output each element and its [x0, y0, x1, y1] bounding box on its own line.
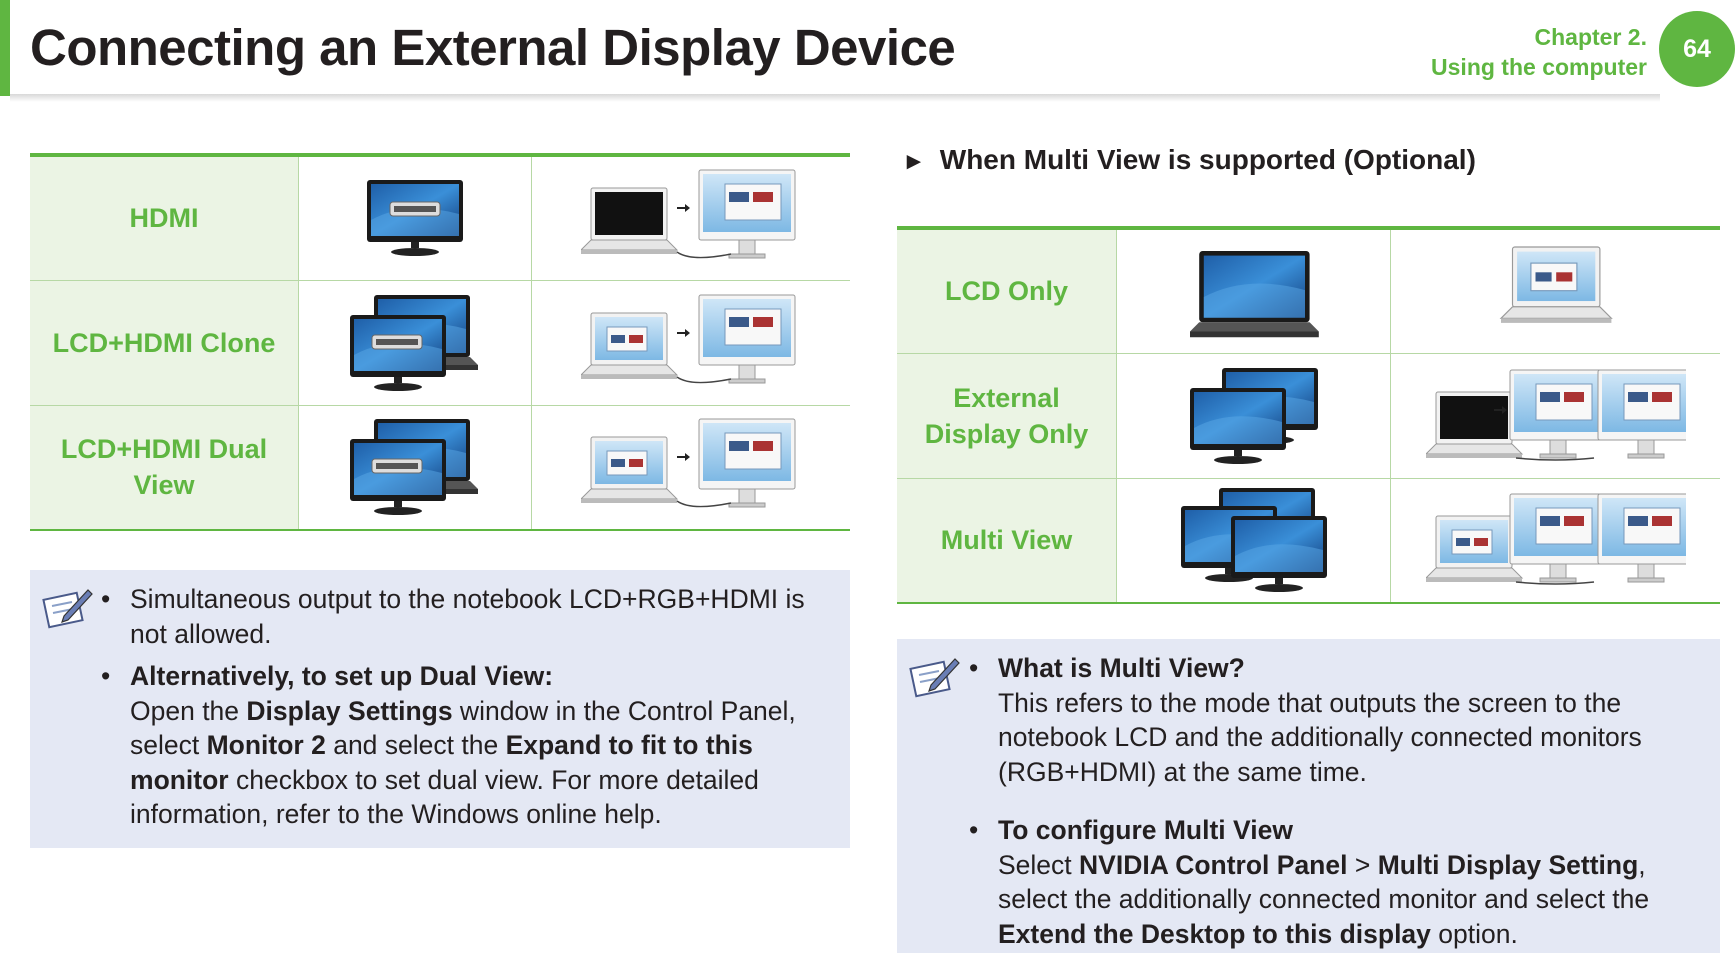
row-label: LCD Only	[897, 226, 1117, 353]
dual-monitor-icon	[1189, 367, 1318, 464]
icon-cell	[1390, 352, 1720, 478]
icon-cell	[531, 153, 850, 280]
laptop-icon	[1189, 251, 1319, 338]
laptop-with-two-monitors-icon	[1425, 493, 1686, 585]
list-item: • What is Multi View? This refers to the…	[969, 651, 1698, 789]
row-label-text: LCD+HDMI Dual	[60, 434, 268, 465]
icon-cell	[1116, 352, 1391, 478]
note-emphasis: Expand to fit to this monitor	[130, 730, 753, 795]
note-pen-icon	[42, 589, 93, 629]
icon-cell	[531, 279, 850, 405]
row-label-text: HDMI	[129, 203, 199, 234]
row-label-text: External	[953, 382, 1060, 413]
bullet: •	[101, 661, 111, 691]
triple-monitor-icon	[1180, 488, 1327, 593]
note-text: Select	[998, 849, 1080, 880]
chapter-name: Using the computer	[1431, 54, 1647, 80]
note-text: Open the	[130, 695, 247, 726]
chapter-number: Chapter 2.	[1534, 24, 1647, 50]
bullet: •	[101, 584, 111, 614]
laptop-hdmi-monitor-icon	[350, 294, 478, 391]
row-label-text: Display Only	[924, 418, 1089, 449]
row-label-text: LCD Only	[944, 276, 1068, 307]
chapter-label: Chapter 2. Using the computer	[1431, 22, 1647, 82]
icon-cell	[531, 404, 850, 531]
list-item: • To configure Multi View Select NVIDIA …	[969, 813, 1698, 951]
note-text: This refers to the mode that outputs the…	[998, 687, 1642, 787]
note-text: and select the	[325, 730, 506, 760]
note-emphasis: Multi Display Setting	[1377, 849, 1639, 880]
sidebar-accent-bar	[0, 0, 10, 96]
note-text: option.	[1430, 918, 1518, 949]
note-heading: To configure Multi View	[998, 815, 1293, 845]
note-emphasis: Extend the Desktop to this display	[998, 918, 1431, 949]
header-divider	[10, 94, 1660, 102]
row-label-text: LCD+HDMI Clone	[52, 327, 276, 358]
row-label: External Display Only	[897, 352, 1117, 478]
row-label: LCD+HDMI Dual View	[30, 404, 299, 531]
list-item: • Alternatively, to set up Dual View: Op…	[101, 659, 830, 832]
page-number-badge: 64	[1659, 11, 1735, 87]
laptop-to-monitor-icon	[581, 418, 796, 508]
hdmi-monitor-icon	[367, 180, 463, 257]
icon-cell	[1390, 477, 1720, 604]
display-mode-table-right: LCD Only External Display Only	[897, 226, 1720, 604]
bullet: •	[969, 815, 979, 845]
laptop-to-monitor-icon	[581, 169, 796, 259]
table-row: LCD+HDMI Clone	[30, 279, 850, 405]
row-label-text: Multi View	[940, 525, 1073, 556]
icon-cell	[1116, 477, 1391, 604]
table-row: Multi View	[897, 477, 1720, 604]
note-box: • What is Multi View? This refers to the…	[897, 639, 1720, 953]
note-heading: What is Multi View?	[998, 653, 1245, 683]
icon-cell	[298, 153, 532, 280]
note-text: , select the additionally connected moni…	[998, 849, 1650, 915]
note-text: Simultaneous output to the notebook LCD+…	[130, 584, 805, 649]
list-item: • Simultaneous output to the notebook LC…	[101, 582, 830, 651]
page-title: Connecting an External Display Device	[30, 19, 956, 76]
icon-cell	[1116, 226, 1391, 353]
table-row: External Display Only	[897, 352, 1720, 478]
note-emphasis: Monitor 2	[206, 730, 326, 760]
note-pen-icon	[909, 658, 960, 698]
display-mode-table-left: HDMI LCD+HDMI Clone	[30, 153, 850, 531]
table-row: HDMI	[30, 153, 850, 280]
laptop-to-monitor-icon	[581, 294, 796, 383]
note-box: • Simultaneous output to the notebook LC…	[30, 570, 850, 848]
row-label: LCD+HDMI Clone	[30, 279, 299, 405]
note-text: >	[1347, 849, 1378, 880]
laptop-hdmi-monitor-icon	[350, 419, 478, 516]
note-list: • What is Multi View? This refers to the…	[969, 651, 1698, 951]
section-heading: ► When Multi View is supported (Optional)	[902, 144, 1476, 176]
table-row: LCD Only	[897, 226, 1720, 353]
bullet: •	[969, 653, 979, 683]
table-row: LCD+HDMI Dual View	[30, 404, 850, 531]
icon-cell	[298, 279, 532, 405]
note-emphasis: NVIDIA Control Panel	[1079, 849, 1348, 880]
row-label-text: View	[133, 470, 195, 501]
note-emphasis: Display Settings	[246, 695, 453, 726]
row-label: Multi View	[897, 477, 1117, 604]
note-list: • Simultaneous output to the notebook LC…	[101, 582, 830, 832]
note-text: checkbox to set dual view. For more deta…	[130, 764, 759, 830]
laptop-to-two-monitors-icon	[1425, 369, 1686, 461]
laptop-icon	[1499, 246, 1612, 324]
row-label: HDMI	[30, 153, 299, 280]
note-text: window in the Control Panel, select	[130, 695, 796, 761]
section-heading-text: When Multi View is supported (Optional)	[939, 144, 1476, 175]
icon-cell	[298, 404, 532, 531]
icon-cell	[1390, 226, 1720, 353]
triangle-marker-icon: ►	[902, 148, 926, 175]
note-heading: Alternatively, to set up Dual View:	[130, 661, 554, 691]
